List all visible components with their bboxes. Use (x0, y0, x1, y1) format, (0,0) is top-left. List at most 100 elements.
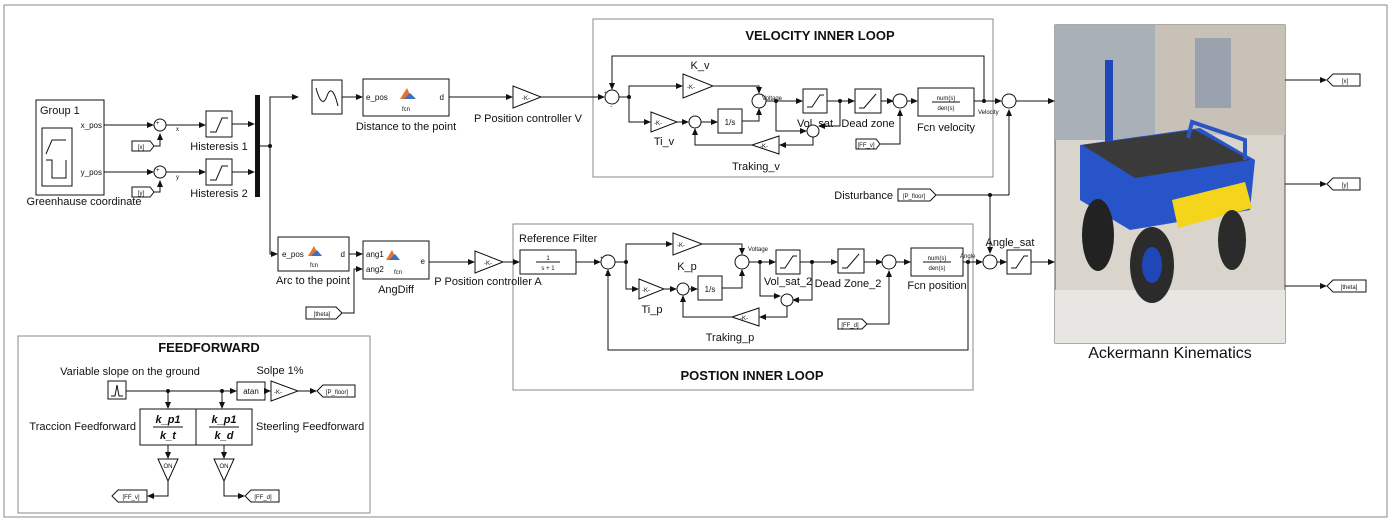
switch-on-v[interactable] (158, 459, 178, 481)
distance-caption: Distance to the point (356, 121, 456, 133)
gain-label: -K- (484, 261, 492, 267)
wire (702, 244, 742, 254)
vehicle-wheel (1218, 210, 1246, 270)
dead-zone-2-label: Dead Zone_2 (815, 278, 882, 290)
gain-label: -K- (642, 288, 650, 294)
fcn-velocity-caption: Fcn velocity (917, 122, 976, 134)
atan-label: atan (243, 387, 259, 396)
dead-zone-2-block[interactable] (838, 249, 864, 273)
angdiff-caption: AngDiff (378, 284, 415, 296)
wire (224, 481, 244, 496)
tf-den: den(s) (928, 266, 945, 272)
wire (148, 481, 168, 496)
slope-signal-block[interactable] (108, 381, 126, 399)
integrator-sum-p[interactable] (677, 283, 689, 295)
traking-v-label: Traking_v (732, 161, 780, 173)
gain-k-p-label: K_p (677, 261, 697, 273)
from-tag-y-label: [y] (138, 191, 145, 197)
wire (742, 109, 759, 121)
steerling-ff-den: k_d (215, 430, 234, 442)
ffd-sum[interactable] (882, 255, 896, 269)
vehicle-caption: Ackermann Kinematics (1088, 345, 1252, 362)
vol-sat-block[interactable] (803, 89, 827, 113)
fcn-label: fcn (394, 270, 402, 276)
mux-bar[interactable] (255, 95, 260, 197)
disturbance-sum-v[interactable] (1002, 94, 1016, 108)
integrator-sum-v[interactable] (689, 116, 701, 128)
hysteresis-1-label: Histeresis 1 (190, 141, 247, 153)
goto-tag-x-label: [x] (1342, 79, 1349, 85)
photo-cabinet (1195, 38, 1231, 108)
hysteresis-2-label: Histeresis 2 (190, 188, 247, 200)
angdiff-output: e (421, 257, 426, 266)
from-tag-ffd-label: [FF_d] (841, 323, 859, 329)
angdiff-input-1: ang1 (366, 250, 384, 259)
wire (154, 181, 160, 192)
steerling-ff-num: k_p1 (211, 414, 236, 426)
traccion-ff-den: k_t (160, 430, 177, 442)
angle-sat-label: Angle_sat (986, 237, 1035, 249)
tf-num: num(s) (928, 256, 947, 262)
wire (154, 134, 160, 146)
slope-caption: Variable slope on the ground (60, 366, 200, 378)
vehicle-hub (1142, 247, 1162, 283)
goto-tag-pfloor-label: [P_floor] (326, 390, 349, 396)
reference-filter-caption: Reference Filter (519, 233, 598, 245)
sum-sign: + (156, 121, 160, 127)
group-1-title: Group 1 (40, 105, 80, 117)
goto-tag-ffd-label: [FF_d] (254, 495, 272, 501)
fcn-label: fcn (310, 263, 318, 269)
tf-den: den(s) (937, 106, 954, 112)
goto-tag-theta-label: [theta] (1341, 285, 1358, 291)
arc-caption: Arc to the point (276, 275, 350, 287)
goto-tag-ffv-label: [FF_v] (122, 495, 139, 501)
switch-on-d[interactable] (214, 459, 234, 481)
switch-on-v-label: ON (164, 464, 173, 470)
wire (780, 137, 813, 145)
from-tag-ffv-label: [FF_v] (857, 143, 874, 149)
switch-on-d-label: ON (220, 464, 229, 470)
gain-label: -K- (522, 96, 530, 102)
gain-label: -K- (274, 390, 282, 396)
angdiff-input-2: ang2 (366, 265, 384, 274)
group-port-y: y_pos (81, 168, 102, 177)
gain-label: -K- (654, 121, 662, 127)
wire (626, 244, 672, 262)
goto-tag-y-label: [y] (1342, 183, 1349, 189)
gain-label: -K- (760, 144, 768, 150)
velocity-label: Velocity (978, 110, 999, 116)
tracking-sum-v[interactable] (807, 125, 819, 137)
integrator-label: 1/s (725, 118, 736, 127)
wire (260, 97, 298, 146)
gain-ti-p-label: Ti_p (642, 304, 663, 316)
sum-sign: + (600, 256, 604, 262)
voltage-label-p: Voltage (748, 247, 769, 253)
wire (713, 86, 759, 93)
group-port-x: x_pos (81, 121, 102, 130)
vehicle-wheel (1082, 199, 1114, 271)
dead-zone-block[interactable] (855, 89, 881, 113)
angle-sat-block[interactable] (1007, 250, 1031, 274)
from-tag-pfloor-label: [P_floor] (903, 194, 926, 200)
ffv-sum[interactable] (893, 94, 907, 108)
feedforward-title: FEEDFORWARD (158, 340, 260, 355)
from-tag-x-label: [x] (138, 145, 145, 151)
p-controller-a-caption: P Position controller A (434, 276, 542, 288)
signal-x-label: x (176, 127, 179, 133)
angle-label: Angle (960, 254, 976, 260)
fcn-label: fcn (402, 107, 410, 113)
from-tag-theta-label: [theta] (314, 312, 331, 318)
p-controller-v-caption: P Position controller V (474, 113, 583, 125)
wire (270, 146, 277, 254)
disturbance-sum-a[interactable] (983, 255, 997, 269)
vol-sat-2-label: Vol_sat_2 (764, 276, 812, 288)
integrator-label: 1/s (705, 285, 716, 294)
gain-ti-v-label: Ti_v (654, 136, 675, 148)
sum-sign: + (604, 91, 608, 97)
vol-sat-2-block[interactable] (776, 250, 800, 274)
tracking-sum-p[interactable] (781, 294, 793, 306)
pi-sum-p[interactable] (735, 255, 749, 269)
velocity-loop-title: VELOCITY INNER LOOP (745, 28, 895, 43)
distance-fcn-output: d (440, 93, 444, 102)
